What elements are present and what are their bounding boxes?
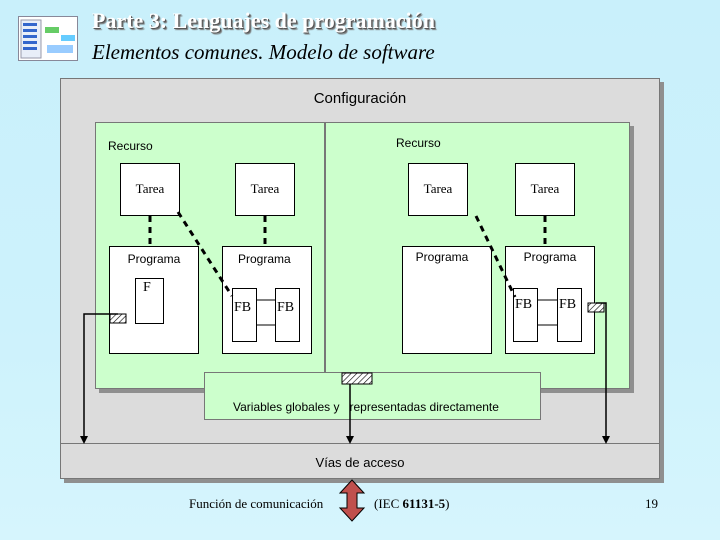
task-label-4: Tarea [530,181,560,196]
page-subtitle: Elementos comunes. Modelo de software [92,40,435,64]
task-label-1: Tarea [135,181,165,196]
fb-label-3: FB [515,297,533,312]
configuration-label: Configuración [313,90,407,107]
resource-right-label: Recurso [396,136,441,150]
dashed-link-5 [474,215,517,298]
standard-suffix: ) [445,496,450,511]
access-arrow-right [596,302,610,444]
standard-reference: (IEC 61131-5) [374,496,450,512]
standard-number: 61131-5 [402,496,446,511]
access-paths-band [60,443,660,479]
slide-thumbnail-icon [20,19,75,59]
fb-box-4 [557,288,582,342]
program-label-3: Programa [415,250,469,264]
dashed-link-4 [176,211,234,297]
function-label: F [143,280,151,295]
communication-double-arrow-icon [338,479,366,522]
program-label-4: Programa [523,250,577,264]
access-arrow-left [80,313,118,444]
task-box-4 [515,163,575,216]
communication-function-label: Función de comunicación [189,496,324,511]
fb-label-4: FB [559,297,577,312]
fb-label-2: FB [277,300,295,315]
fb-box-2 [275,288,300,342]
local-variable-hatch [109,313,127,324]
fb-box-1 [232,288,257,342]
global-variables-label: Variables globales y representadas direc… [233,400,499,414]
task-box-1 [120,163,180,216]
task-box-2 [235,163,295,216]
page-number: 19 [645,496,658,511]
right-variable-hatch [587,302,605,313]
resource-left-label: Recurso [108,139,153,153]
program-label-2: Programa [238,252,291,266]
standard-prefix: (IEC [374,496,403,511]
task-box-3 [408,163,468,216]
access-paths-label: Vías de acceso [315,455,405,470]
global-variable-hatch [341,372,373,385]
function-box [135,278,164,324]
fb-box-3 [513,288,538,342]
task-label-3: Tarea [423,181,453,196]
program-box-3 [402,246,492,354]
slide-thumbnail-logo [18,16,78,61]
fb-label-1: FB [234,300,252,315]
program-label-1: Programa [127,252,181,266]
task-label-2: Tarea [250,181,280,196]
page-title: Parte 3: Lenguajes de programación [92,8,435,33]
